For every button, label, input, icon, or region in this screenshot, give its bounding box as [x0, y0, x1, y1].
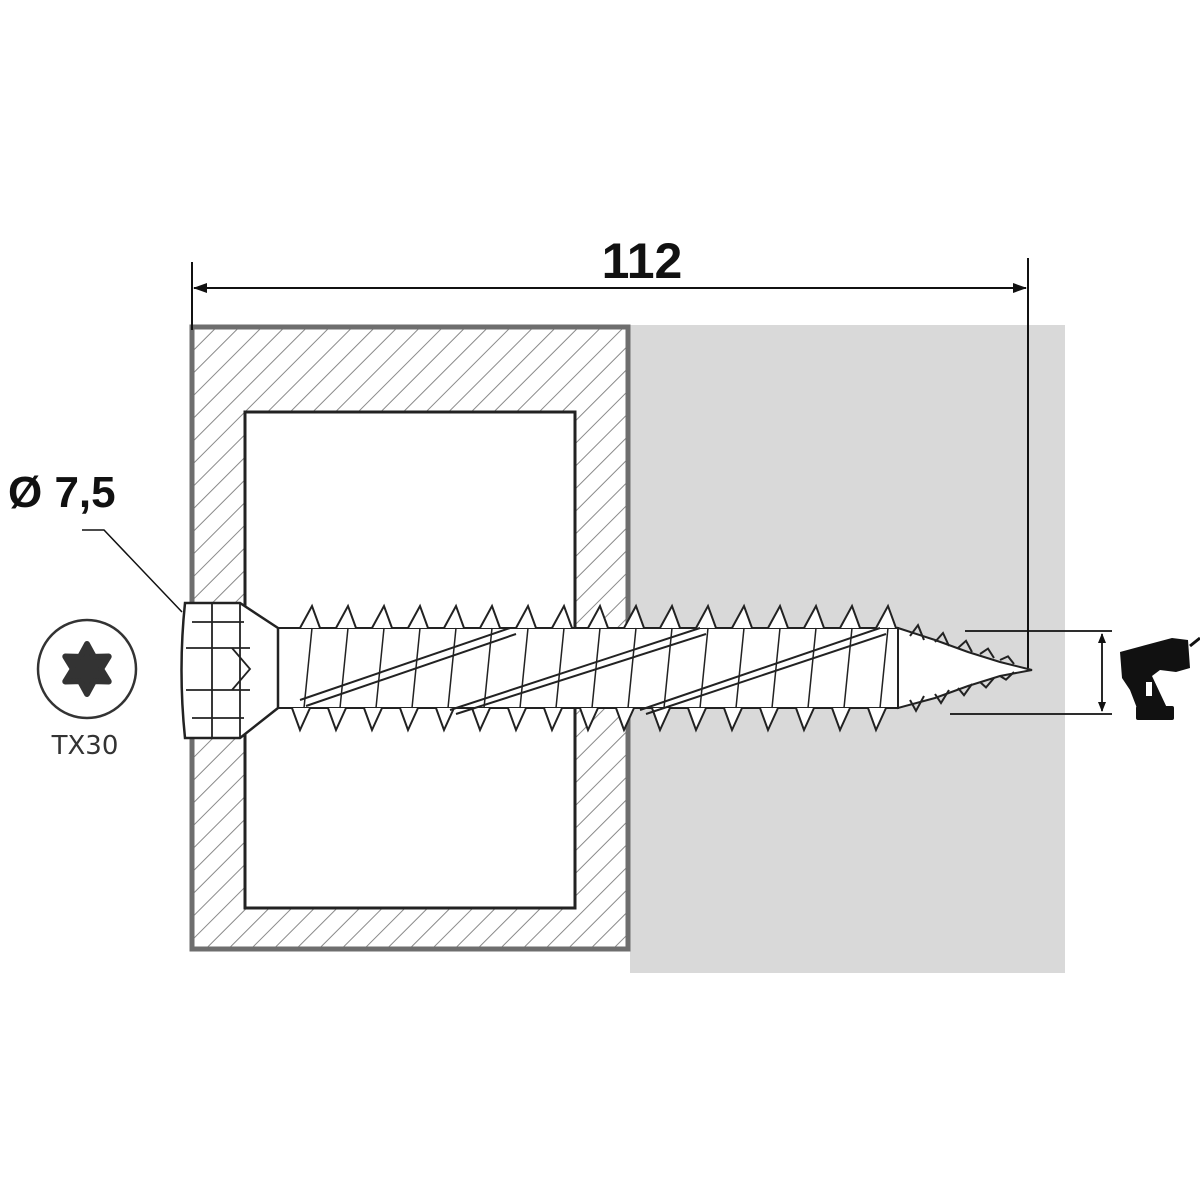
thread-diameter-dimension	[950, 630, 1112, 715]
thread-crest-bottom	[507, 707, 527, 733]
screw-head	[180, 601, 280, 740]
thread-crest-top	[407, 603, 429, 629]
thread-crest-top	[551, 603, 573, 629]
thread-crest-bottom	[759, 707, 779, 733]
screw-threads	[291, 603, 897, 733]
thread-crest-top	[371, 603, 393, 629]
thread-crest-bottom	[651, 707, 671, 733]
thread-crest-bottom	[867, 707, 887, 733]
screw-tip	[897, 626, 1033, 710]
diameter-leader-line	[82, 529, 183, 613]
thread-flank	[483, 627, 493, 709]
thread-crest-bottom	[291, 707, 311, 733]
thread-crest-bottom	[435, 707, 455, 733]
thread-flank	[627, 627, 637, 709]
thread-crest-top	[623, 603, 645, 629]
thread-crest-bottom	[471, 707, 491, 733]
thread-crest-top	[803, 603, 825, 629]
thread-flank	[807, 627, 817, 709]
thread-crest-top	[695, 603, 717, 629]
length-dimension: 112	[191, 233, 1029, 668]
diameter-callout: Ø 7,5	[8, 468, 183, 613]
thread-flank	[375, 627, 385, 709]
tip-thread	[934, 631, 950, 705]
torx-drive-icon	[36, 618, 138, 720]
thread-crest-top	[875, 603, 897, 629]
thread-crest-top	[443, 603, 465, 629]
tip-thread	[909, 623, 925, 713]
thread-crest-top	[335, 603, 357, 629]
thread-crest-top	[731, 603, 753, 629]
thread-flank	[735, 627, 745, 709]
thread-flank	[519, 627, 529, 709]
thread-flank	[591, 627, 601, 709]
thread-crest-bottom	[579, 707, 599, 733]
thread-crest-bottom	[795, 707, 815, 733]
thread-crest-top	[299, 603, 321, 629]
length-label: 112	[602, 233, 683, 289]
screw-helix-lines	[299, 627, 887, 715]
thread-crest-top	[767, 603, 789, 629]
thread-crest-bottom	[543, 707, 563, 733]
thread-flank	[843, 627, 853, 709]
thread-flank	[303, 627, 313, 709]
thread-crest-bottom	[615, 707, 635, 733]
thread-crest-top	[587, 603, 609, 629]
thread-flank	[447, 627, 457, 709]
thread-crest-bottom	[327, 707, 347, 733]
thread-crest-top	[659, 603, 681, 629]
tip-thread	[957, 639, 973, 697]
thread-flank	[771, 627, 781, 709]
diameter-label: Ø 7,5	[8, 468, 116, 517]
thread-flank	[663, 627, 673, 709]
tip-thread	[979, 647, 995, 689]
screw-head-detail	[186, 603, 252, 738]
thread-crest-bottom	[363, 707, 383, 733]
thread-crest-bottom	[831, 707, 851, 733]
screw	[180, 601, 1033, 740]
thread-flank	[555, 627, 565, 709]
thread-crest-top	[839, 603, 861, 629]
cordless-drill-icon	[1120, 636, 1200, 720]
screw-tip-threads	[909, 623, 1015, 713]
thread-crest-bottom	[723, 707, 743, 733]
screw-shank	[277, 627, 899, 709]
thread-crest-bottom	[399, 707, 419, 733]
thread-crest-top	[479, 603, 501, 629]
thread-crest-top	[515, 603, 537, 629]
drive-label: TX30	[51, 731, 119, 761]
thread-crest-bottom	[687, 707, 707, 733]
tip-thread	[999, 655, 1015, 681]
thread-flank	[879, 627, 889, 709]
